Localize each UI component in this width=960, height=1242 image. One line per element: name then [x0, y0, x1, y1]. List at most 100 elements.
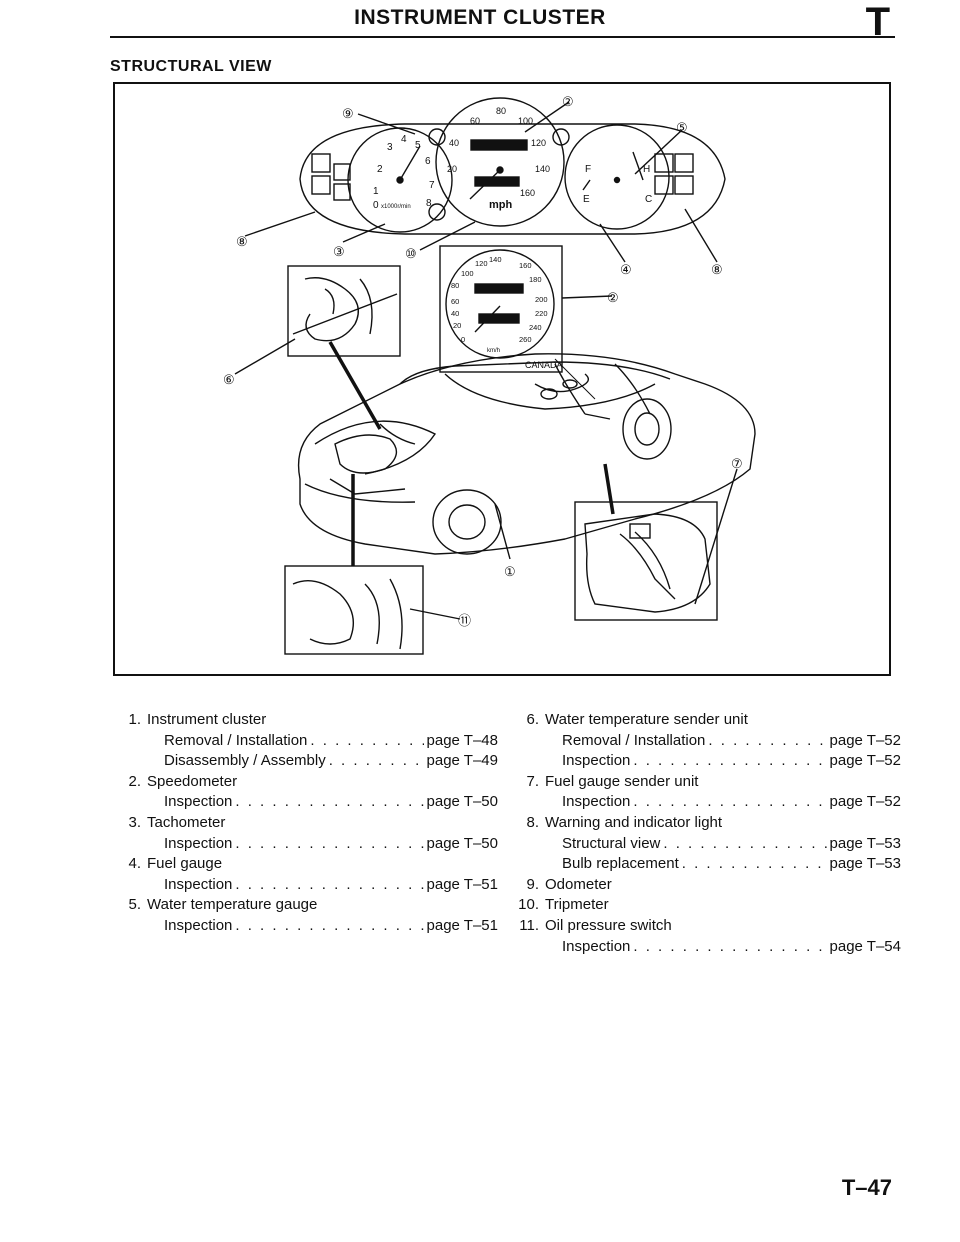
legend-number: 7. [526, 772, 539, 790]
temp-cold-label: C [645, 194, 652, 205]
legend-title: Water temperature gauge [147, 896, 318, 914]
legend-number: 9. [526, 875, 539, 893]
fuel-empty-label: E [583, 194, 590, 205]
kmh-label: 240 [529, 323, 542, 332]
ref-label: Bulb replacement [562, 855, 679, 873]
kmh-label: 80 [451, 281, 459, 290]
legend-item: 11. Oil pressure switch [516, 916, 901, 937]
structural-view-figure: 2 3 4 5 6 7 1 0 8 x1000r/min 60 80 100 4… [113, 82, 891, 676]
legend-title: Odometer [545, 875, 612, 893]
legend-item: 10.Tripmeter [516, 895, 901, 916]
callout-6: ⑥ [223, 372, 235, 387]
legend-number: 6. [526, 711, 539, 728]
ref-label: Inspection [164, 834, 233, 852]
legend-right-column: 6. Water temperature sender unit Removal … [516, 710, 901, 957]
callout-9: ⑨ [342, 106, 354, 121]
kmh-unit: km/h [487, 348, 500, 354]
callout-10: ⑩ [405, 246, 417, 261]
tach-label: 6 [425, 156, 431, 167]
legend-number: 8. [526, 813, 539, 831]
legend-number: 3. [128, 813, 141, 831]
legend-ref: Inspectionpage T–52 [516, 792, 901, 813]
kmh-label: 120 [475, 259, 488, 268]
ref-label: Inspection [562, 937, 631, 955]
sender-unit-inset [287, 265, 401, 357]
section-letter: T [865, 0, 890, 44]
temp-hot-label: H [643, 164, 650, 175]
ref-page: page T–50 [426, 793, 498, 811]
ref-label: Inspection [164, 916, 233, 934]
fuel-tank-inset [574, 501, 718, 621]
tach-label: 3 [387, 142, 393, 153]
speedo-label: 160 [520, 188, 535, 198]
kmh-label: 60 [451, 297, 459, 306]
tach-label: 7 [429, 180, 435, 191]
speedo-label: 80 [496, 106, 506, 116]
cluster-housing [299, 123, 726, 235]
ref-label: Structural view [562, 834, 661, 852]
ref-page: page T–49 [426, 752, 498, 770]
speedometer [435, 97, 565, 227]
legend-title: Tachometer [147, 813, 226, 831]
legend-title: Water temperature sender unit [545, 711, 748, 728]
legend-number: 2. [128, 772, 141, 790]
callout-8-left: ⑧ [236, 234, 248, 249]
speedo-label: 120 [531, 138, 546, 148]
legend-title: Instrument cluster [147, 711, 267, 728]
oil-pressure-inset [284, 565, 424, 655]
callout-7: ⑦ [731, 456, 743, 471]
legend-ref: Bulb replacementpage T–53 [516, 854, 901, 875]
speedo-label: 60 [470, 116, 480, 126]
speedo-unit: mph [489, 199, 513, 211]
speedo-label: 140 [535, 164, 550, 174]
kmh-label: 0 [461, 335, 465, 344]
kmh-label: 140 [489, 255, 502, 264]
kmh-label: 180 [529, 275, 542, 284]
legend-ref: Inspectionpage T–52 [516, 751, 901, 772]
tach-label: 5 [415, 140, 421, 151]
canada-label: CANADA [525, 360, 563, 370]
callout-2: ② [562, 94, 574, 109]
callout-2b: ② [607, 290, 619, 305]
ref-page: page T–50 [426, 834, 498, 852]
legend-title: Oil pressure switch [545, 916, 672, 934]
ref-label: Inspection [562, 752, 631, 770]
tach-label: 0 [373, 200, 379, 211]
speedometer-kmh-labels: 100 120 140 160 80 180 60 200 40 220 20 … [451, 255, 548, 354]
legend-ref: Removal / Installationpage T–52 [516, 731, 901, 752]
car-body [297, 353, 756, 555]
legend-ref: Removal / Installationpage T–48 [118, 731, 498, 752]
ref-label: Inspection [164, 793, 233, 811]
speedometer-mph-labels: 60 80 100 40 120 20 140 160 mph [447, 106, 550, 211]
legend-item: 2.Speedometer [118, 772, 498, 793]
ref-page: page T–53 [829, 834, 901, 852]
legend-ref: Inspection page T–50 [118, 792, 498, 813]
ref-label: Removal / Installation [562, 731, 706, 749]
legend-title: Warning and indicator light [545, 813, 723, 831]
ref-page: page T–52 [829, 793, 901, 811]
speedo-label: 40 [449, 138, 459, 148]
kmh-label: 200 [535, 295, 548, 304]
speedo-label: 20 [447, 164, 457, 174]
legend-number: 11. [519, 916, 539, 934]
legend-ref: Disassembly / Assemblypage T–49 [118, 751, 498, 772]
callout-1: ① [504, 564, 516, 579]
legend-ref: Structural view page T–53 [516, 834, 901, 855]
callout-5: ⑤ [676, 120, 688, 135]
legend-number: 10. [518, 896, 539, 914]
legend-item: 1.Instrument cluster [118, 710, 498, 731]
ref-page: page T–48 [426, 731, 498, 749]
header-rule [110, 36, 895, 38]
legend-item: 8. Warning and indicator light [516, 813, 901, 834]
legend-left-column: 1.Instrument cluster Removal / Installat… [118, 710, 498, 937]
tach-label: 4 [401, 134, 407, 145]
legend-title: Fuel gauge sender unit [545, 772, 699, 790]
callout-11: ⑪ [458, 613, 471, 628]
speedo-label: 100 [518, 116, 533, 126]
fuel-temp-gauge [564, 124, 670, 230]
legend-ref: Inspectionpage T–51 [118, 875, 498, 896]
tach-unit: x1000r/min [381, 204, 411, 210]
kmh-label: 220 [535, 309, 548, 318]
legend-ref: Inspection page T–50 [118, 834, 498, 855]
tach-label: 8 [426, 198, 432, 209]
